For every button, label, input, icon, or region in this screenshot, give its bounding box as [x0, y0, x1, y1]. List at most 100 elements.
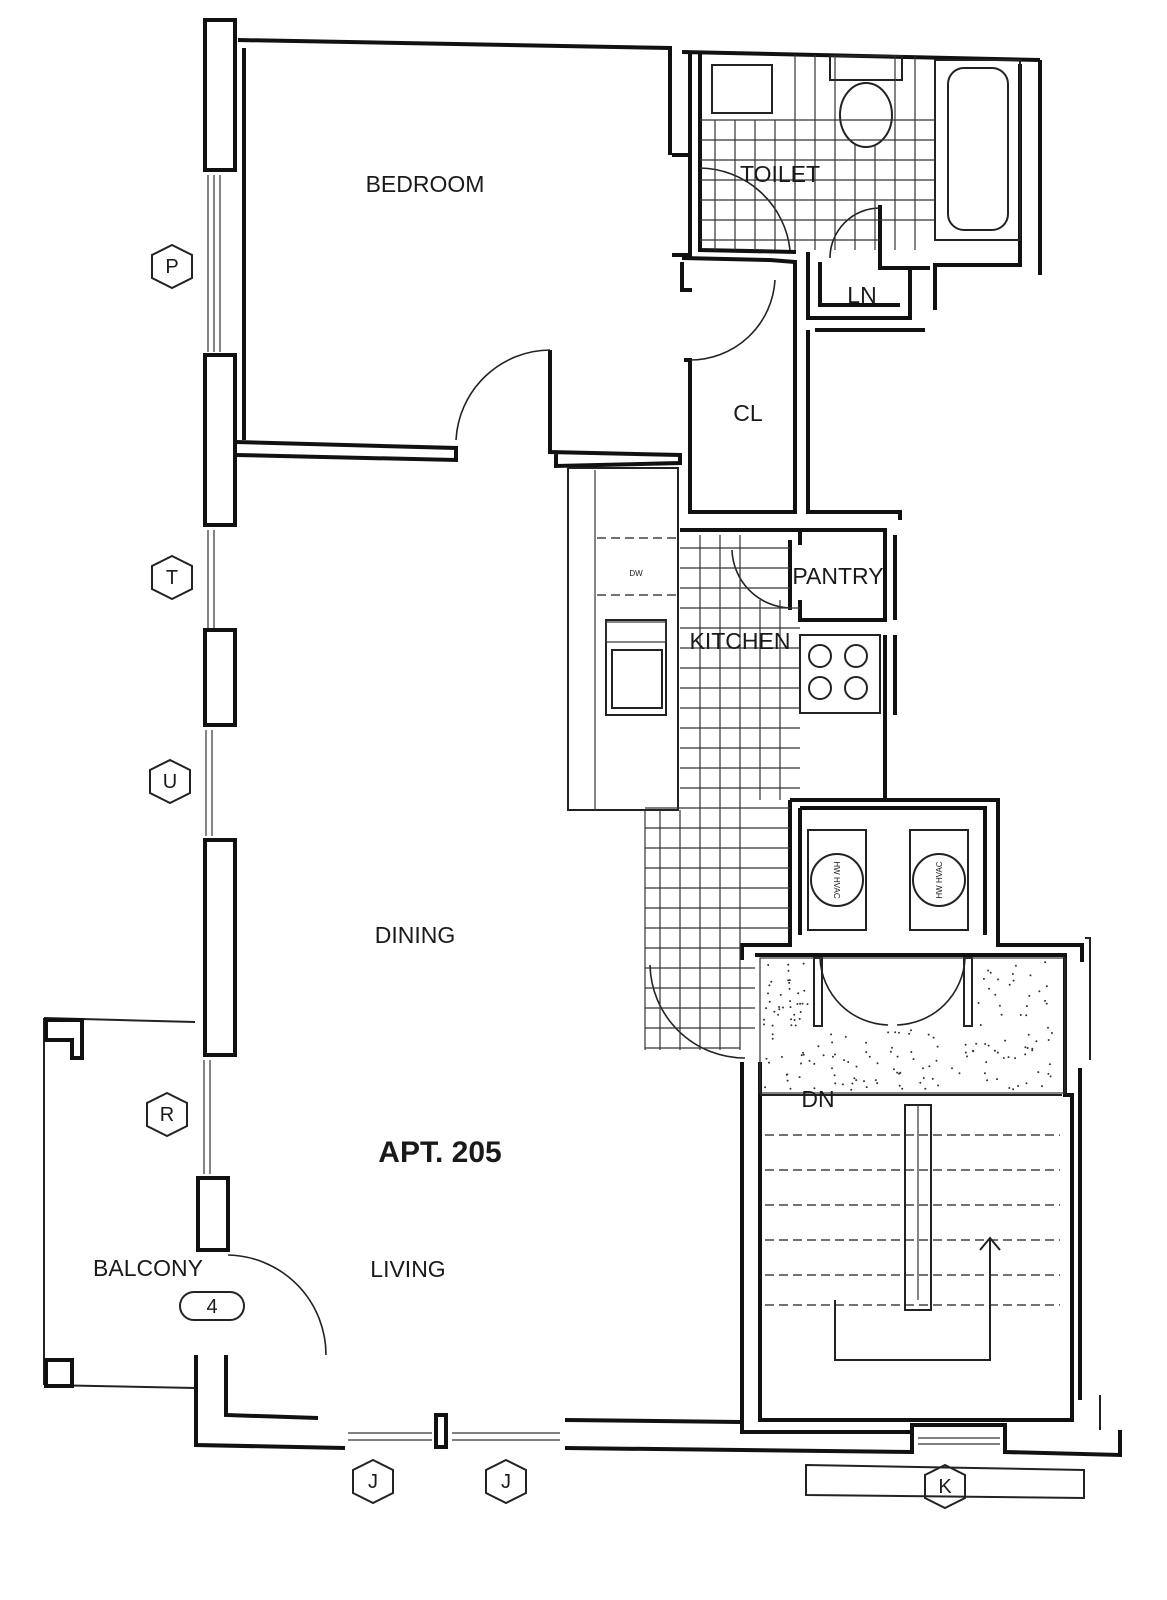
living-label: LIVING [370, 1256, 445, 1282]
tag-p: P [151, 243, 193, 290]
speckle-dot [1025, 1082, 1028, 1085]
speckle-dot [865, 1051, 868, 1054]
speckle-dot [803, 989, 806, 992]
speckle-dot [813, 1062, 816, 1065]
apartment-number: APT. 205 [378, 1136, 501, 1169]
speckle-dot [771, 1033, 774, 1036]
speckle-dot [865, 1041, 868, 1044]
speckle-dot [787, 969, 790, 972]
speckle-dot [993, 1049, 996, 1052]
speckle-dot [798, 1076, 801, 1079]
mechanical-units [807, 829, 969, 931]
speckle-dot [986, 1079, 989, 1082]
speckle-dot [771, 1037, 774, 1040]
speckle-dot [851, 1082, 854, 1085]
bathroom-fixtures [700, 55, 1021, 250]
speckle-dot [937, 1084, 940, 1087]
speckle-dot [847, 1061, 850, 1063]
speckle-dot [779, 993, 782, 996]
speckle-dot [1024, 1046, 1027, 1049]
speckle-dot [768, 984, 771, 987]
speckle-dot [790, 1018, 793, 1021]
speckle-dot [987, 969, 990, 972]
speckle-dot [788, 987, 791, 990]
speckle-dot [919, 1081, 922, 1084]
tag-k: K [924, 1463, 966, 1510]
svg-text:K: K [938, 1476, 952, 1498]
speckle-dot [896, 1071, 899, 1074]
speckle-dot [763, 1018, 765, 1021]
speckle-dot [799, 1011, 802, 1013]
speckle-dot [876, 1062, 879, 1065]
speckle-dot [1012, 979, 1015, 982]
speckle-dot [865, 1086, 868, 1089]
speckle-dot [841, 1083, 844, 1086]
speckle-dot [1008, 1087, 1011, 1089]
speckle-dot [787, 963, 790, 966]
svg-text:U: U [163, 771, 177, 793]
speckle-dot [979, 1024, 982, 1026]
speckle-dot [1002, 1057, 1005, 1059]
speckle-dot [817, 1045, 820, 1048]
speckle-dot [796, 1003, 799, 1005]
speckle-dot [982, 977, 985, 980]
svg-text:T: T [166, 567, 178, 589]
speckle-dot [806, 1003, 809, 1006]
speckle-dot [910, 1029, 912, 1032]
speckle-dot [876, 1082, 879, 1085]
speckle-dot [830, 1033, 833, 1036]
speckle-dot [1031, 1049, 1034, 1052]
speckle-dot [985, 1061, 988, 1064]
speckle-dot [834, 1082, 837, 1085]
speckle-dot [1037, 1071, 1040, 1074]
speckle-dot [951, 1067, 953, 1070]
speckle-dot [896, 1055, 899, 1058]
speckle-dot [773, 1010, 776, 1013]
speckle-dot [1049, 1075, 1052, 1078]
speckle-dot [935, 1059, 938, 1062]
speckle-dot [787, 979, 790, 982]
speckle-dot [789, 1000, 792, 1003]
speckle-dot [771, 1024, 774, 1027]
speckle-dot [800, 1062, 802, 1065]
speckle-dot [868, 1055, 871, 1058]
speckle-dot [1044, 961, 1047, 964]
speckle-dot [1029, 974, 1032, 977]
speckle-dot [1047, 1026, 1049, 1029]
speckle-dot [898, 1031, 900, 1034]
speckle-dot [912, 1058, 915, 1061]
svg-text:P: P [165, 256, 178, 278]
kitchen-fixtures [567, 467, 881, 1050]
speckle-dot [1017, 1085, 1020, 1087]
speckle-dot [1012, 1088, 1015, 1091]
speckle-dot [788, 979, 791, 982]
pantry-label: PANTRY [792, 563, 883, 589]
tag-u: U [149, 758, 191, 805]
speckle-dot [966, 1055, 968, 1058]
speckle-dot [800, 1054, 803, 1057]
speckle-dot [1050, 1032, 1053, 1034]
speckle-dot [996, 1051, 999, 1054]
speckle-dot [778, 1006, 781, 1008]
speckle-dot [1045, 985, 1048, 988]
speckle-dot [855, 1079, 858, 1082]
speckle-dot [908, 1032, 911, 1035]
speckle-dot [922, 1067, 924, 1070]
svg-text:R: R [160, 1104, 174, 1126]
speckle-dot [988, 987, 991, 990]
speckle-dot [994, 993, 997, 996]
speckle-dot [763, 1023, 765, 1026]
speckle-dot [964, 1043, 967, 1046]
speckle-dot [797, 992, 800, 995]
speckle-dot [855, 1065, 858, 1068]
speckle-dot [924, 1087, 927, 1090]
speckle-dot [1045, 1002, 1048, 1005]
svg-text:J: J [501, 1471, 511, 1493]
balcony-tag: 4 [179, 1291, 245, 1321]
speckle-dot [831, 1067, 833, 1070]
bedroom-label: BEDROOM [366, 171, 485, 197]
speckle-dot [989, 971, 992, 974]
speckle-dot [998, 1004, 1001, 1007]
speckle-dot [768, 1061, 770, 1064]
speckle-dot [1025, 1005, 1028, 1008]
